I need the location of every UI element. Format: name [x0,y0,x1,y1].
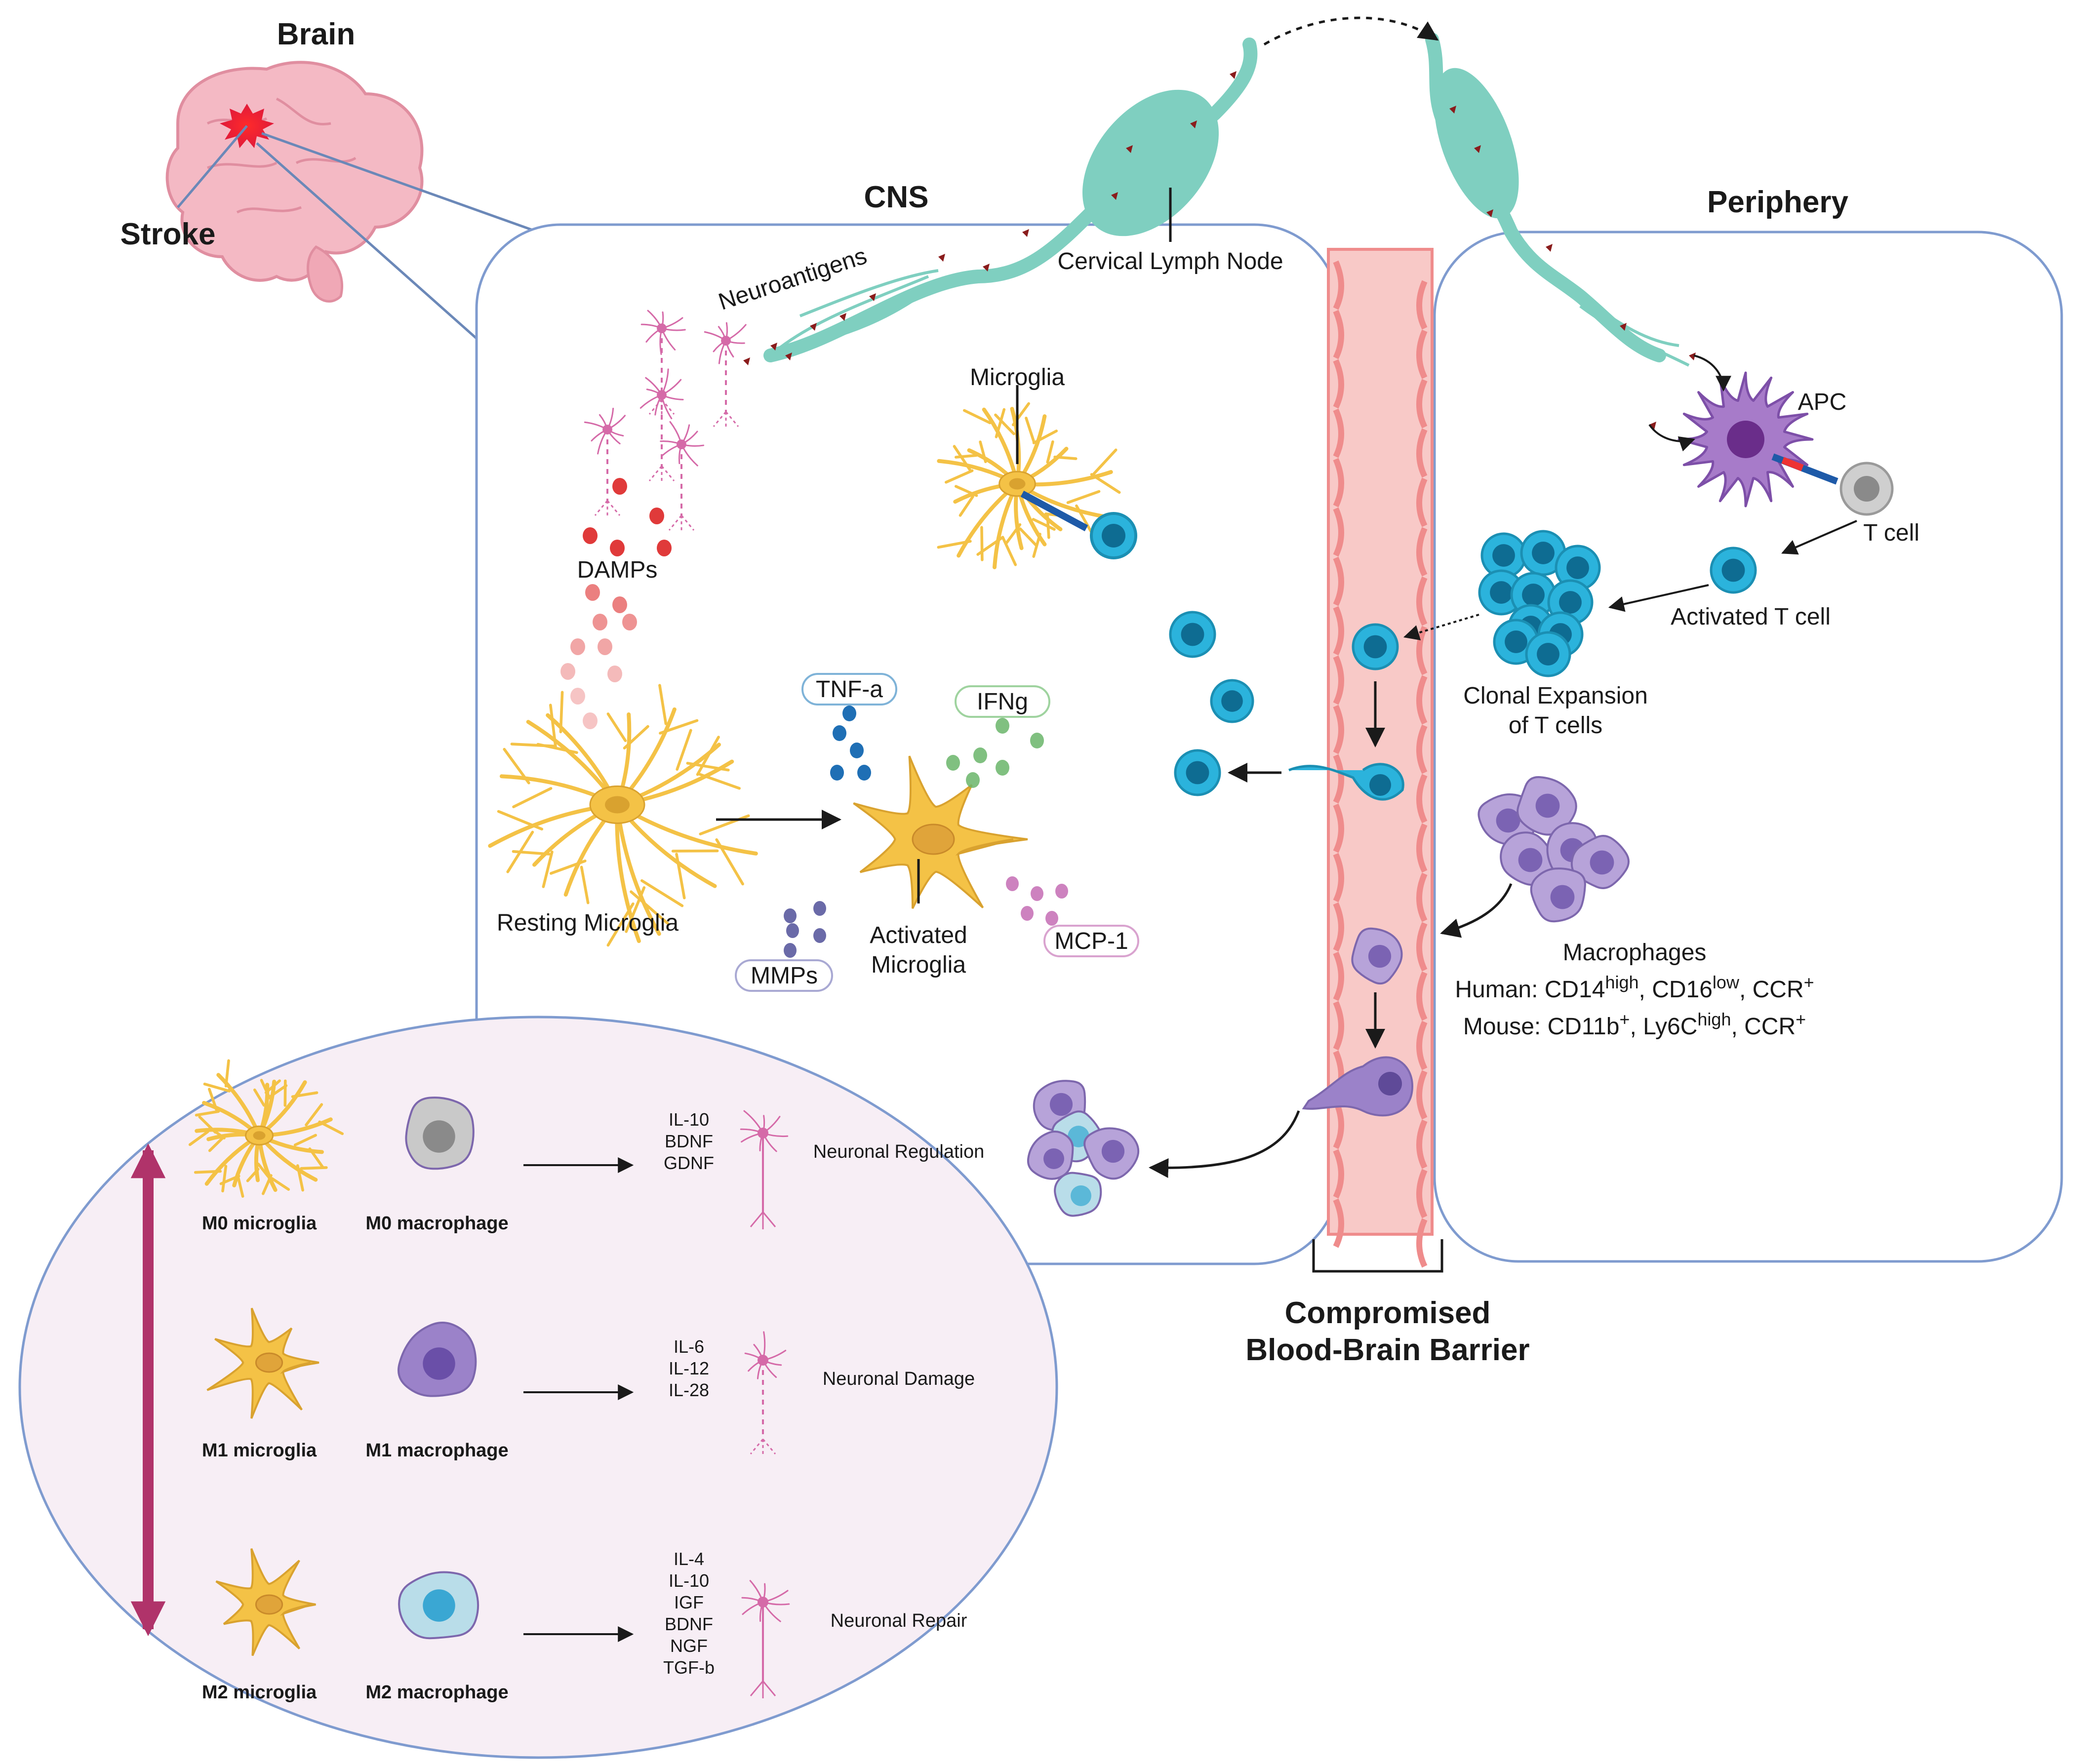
ifng-label: IFNg [977,689,1028,715]
endothelial-cell [1419,1219,1425,1266]
damp-particle [560,663,575,680]
mmp-particle [784,908,797,923]
phenotype-factor: IL-6 [674,1336,704,1357]
cervical-lymph-node-label: Cervical Lymph Node [1057,248,1283,274]
bbb-label-line2: Blood-Brain Barrier [1245,1333,1529,1367]
neuron-body [758,1128,768,1138]
bbb-label-line1: Compromised [1285,1296,1491,1330]
phenotype-microglia-label: M2 microglia [202,1682,317,1703]
mmp-particle [813,928,826,943]
neuron-body [657,390,667,400]
activated-microglia-label-2: Microglia [871,952,966,978]
tnf-particle [833,725,846,741]
phenotype-factor: IGF [674,1592,704,1612]
phenotype-outcome: Neuronal Regulation [813,1141,984,1162]
resting-microglia-label: Resting Microglia [497,910,679,936]
tnf-particle [830,765,844,781]
antigen-marker [1230,71,1237,79]
phenotype-outcome: Neuronal Repair [831,1610,967,1631]
phenotype-microglia-label: M1 microglia [202,1440,317,1461]
phenotype-factor: GDNF [664,1153,714,1173]
mcp1-particle [1006,876,1019,891]
phenotype-outcome: Neuronal Damage [823,1369,975,1389]
damp-particle [598,638,612,655]
mmp-particle [786,923,799,938]
phenotype-factor: BDNF [665,1131,713,1151]
phenotype-macrophage-label: M2 macrophage [365,1682,508,1703]
damp-particle [657,540,672,556]
damps-label: DAMPs [577,557,658,583]
damp-particle [649,508,664,524]
tcell-label: T cell [1863,520,1919,546]
phenotype-microglia-label: M0 microglia [202,1213,317,1234]
phenotype-factor: IL-4 [674,1549,704,1569]
phenotype-factor: IL-12 [669,1358,709,1378]
neuron-body [758,1597,768,1607]
clonal-expansion-label-1: Clonal Expansion [1463,683,1648,709]
damp-particle [612,478,627,495]
damp-particle [607,666,622,682]
mcp1-label: MCP-1 [1054,928,1128,954]
neuron-body [602,425,612,434]
activated-microglia-label-1: Activated [870,922,967,948]
ifng-particle [946,755,960,771]
phenotype-factor: IL-10 [669,1109,709,1130]
clonal-expansion-label-2: of T cells [1509,712,1602,739]
tnf-particle [857,765,871,781]
mmp-particle [784,943,797,958]
mcp1-particle [1045,911,1058,926]
damp-particle [585,584,600,601]
phenotype-factor: TGF-b [663,1657,715,1678]
ifng-particle [1030,733,1044,748]
mcp1-particle [1021,906,1034,921]
phenotype-factor: NGF [670,1636,708,1656]
damp-particle [610,540,625,556]
tnf-label: TNF-a [816,676,883,703]
ifng-particle [996,718,1009,734]
neuron-body [758,1355,768,1366]
ifng-particle [973,747,987,763]
phenotype-factor: IL-28 [669,1380,709,1400]
ifng-particle [996,760,1009,776]
mcp1-particle [1031,886,1043,901]
phenotype-macrophage-label: M1 macrophage [365,1440,508,1461]
macrophages-label: Macrophages [1563,940,1707,966]
phenotype-factor: BDNF [665,1614,713,1634]
tnf-particle [842,706,856,721]
damp-particle [622,614,637,630]
damp-particle [583,527,598,544]
damp-particle [612,596,627,613]
neuron-body [657,323,667,333]
damp-particle [593,614,607,630]
tnf-particle [850,743,864,758]
brain-title: Brain [277,17,355,51]
neuron-body [677,439,686,449]
neuron-body [721,336,731,346]
ifng-particle [966,772,980,788]
periphery-heading: Periphery [1707,185,1849,219]
periphery-panel [1435,232,2062,1261]
microglia-label: Microglia [970,364,1065,391]
apc-label: APC [1798,389,1847,415]
mmps-label: MMPs [751,963,818,989]
phenotype-factor: IL-10 [669,1570,709,1591]
mcp1-particle [1055,884,1068,899]
activated-tcell-label: Activated T cell [1671,604,1831,630]
stroke-label: Stroke [120,217,216,251]
phenotype-macrophage-label: M0 macrophage [365,1213,508,1234]
damp-particle [570,638,585,655]
damp-particle [583,712,598,729]
damp-particle [570,688,585,705]
mouse-markers: Mouse: CD11b+, Ly6Chigh, CCR+ [1463,1009,1806,1040]
cns-heading: CNS [864,180,929,214]
mmp-particle [813,901,826,916]
